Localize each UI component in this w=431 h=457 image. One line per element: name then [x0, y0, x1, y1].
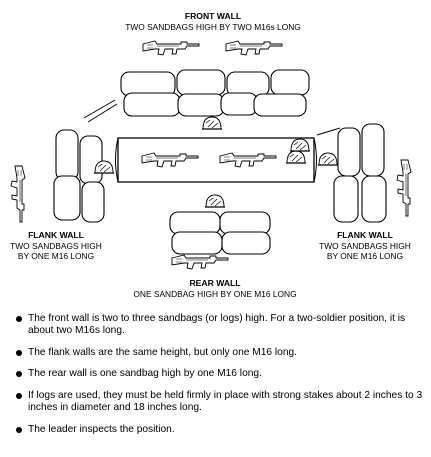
rear-wall-desc: ONE SANDBAG HIGH BY ONE M16 LONG [133, 288, 297, 299]
sandbag [333, 175, 359, 223]
sandbag [55, 129, 79, 181]
note-text: The front wall is two to three sandbags … [28, 313, 406, 337]
m16-rifle-icon [225, 40, 283, 56]
sandbag [123, 92, 181, 117]
m16-rifle-icon [142, 40, 200, 56]
sandbag [361, 123, 385, 177]
m16-rifle-icon [171, 254, 229, 270]
note-item: The flank walls are the same height, but… [14, 347, 426, 359]
stake [316, 127, 341, 136]
bullet-icon [16, 349, 22, 356]
helmet-icon [317, 152, 339, 166]
sandbag [120, 71, 176, 97]
sandbag [361, 175, 387, 223]
sandbag [169, 211, 221, 235]
sandbag [221, 231, 271, 255]
front-wall-top-sandbags [120, 69, 310, 97]
sandbag [219, 211, 271, 235]
flank-wall-left-line2: BY ONE M16 LONG [17, 251, 95, 261]
sandbag [79, 135, 103, 185]
flank-wall-right [317, 123, 412, 223]
center-log [115, 137, 317, 183]
fighting-position-diagram [10, 40, 412, 270]
sandbag [220, 92, 258, 116]
note-item: The rear wall is one sandbag high by one… [14, 368, 426, 380]
flank-wall-right-label: FLANK WALL TWO SANDBAGS HIGH BY ONE M16 … [315, 230, 415, 262]
bullet-icon [16, 392, 22, 399]
bullet-icon [16, 371, 22, 378]
notes-list: The front wall is two to three sandbags … [14, 313, 426, 445]
front-wall-desc: TWO SANDBAGS HIGH BY TWO M16s LONG [125, 21, 301, 32]
m16-rifle-icon [396, 159, 412, 217]
stake [83, 99, 118, 123]
sandbag [53, 175, 81, 221]
note-text: If logs are used, they must be held firm… [28, 389, 423, 414]
note-text: The rear wall is one sandbag high by one… [28, 368, 262, 380]
flank-wall-right-title: FLANK WALL [337, 230, 393, 240]
rear-wall-title: REAR WALL [189, 278, 241, 288]
note-item: If logs are used, they must be held firm… [14, 390, 426, 415]
front-wall-title: FRONT WALL [184, 11, 242, 21]
flank-wall-left-line1: TWO SANDBAGS HIGH [10, 240, 102, 251]
note-item: The front wall is two to three sandbags … [14, 313, 426, 338]
rear-wall [169, 194, 271, 270]
helmet-icon [204, 194, 226, 208]
front-wall-bottom-sandbags [123, 92, 307, 117]
sandbag [337, 127, 361, 177]
flank-wall-left-label: FLANK WALL TWO SANDBAGS HIGH BY ONE M16 … [6, 230, 106, 262]
sandbag [171, 231, 223, 255]
note-text: The flank walls are the same height, but… [28, 346, 297, 358]
flank-wall-left [10, 129, 115, 223]
note-text: The leader inspects the position. [28, 423, 175, 435]
bullet-icon [16, 316, 22, 322]
front-wall [120, 40, 310, 117]
rear-wall-label: REAR WALL ONE SANDBAG HIGH BY ONE M16 LO… [110, 278, 320, 299]
m16-rifle-icon [10, 165, 26, 223]
note-item: The leader inspects the position. [14, 424, 426, 436]
flank-wall-right-line1: TWO SANDBAGS HIGH [319, 240, 411, 251]
sandbag [81, 181, 105, 223]
flank-wall-right-line2: BY ONE M16 LONG [326, 251, 404, 261]
sandbag [226, 71, 270, 97]
sandbag [177, 93, 225, 117]
flank-wall-left-title: FLANK WALL [28, 230, 84, 240]
bullet-icon [16, 426, 22, 433]
helmet-icon [201, 116, 223, 130]
front-wall-label: FRONT WALL TWO SANDBAGS HIGH BY TWO M16s… [108, 11, 318, 32]
sandbag [270, 69, 310, 96]
sandbag [253, 93, 307, 117]
sandbag [176, 69, 226, 96]
